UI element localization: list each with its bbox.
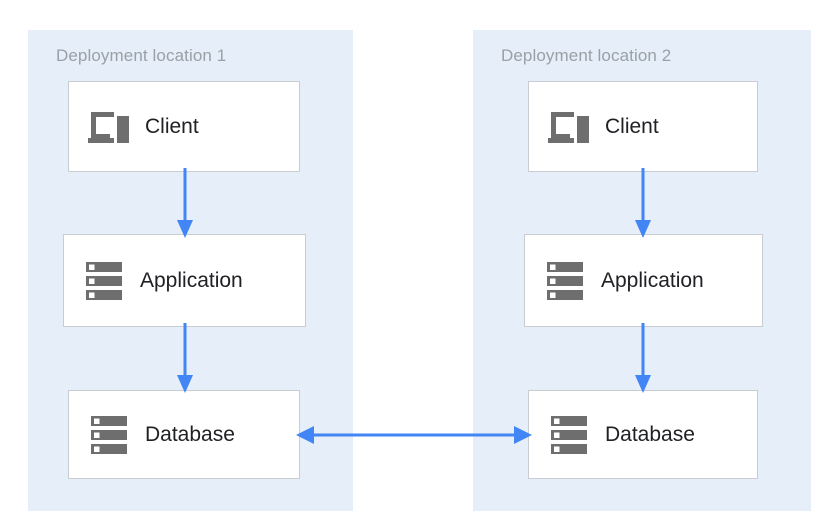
devices-icon <box>546 104 592 150</box>
node-client-1[interactable]: Client <box>68 81 300 172</box>
deployment-location-1-title: Deployment location 1 <box>56 46 227 65</box>
deployment-location-2-title: Deployment location 2 <box>501 46 672 65</box>
node-client-1-label: Client <box>145 114 199 138</box>
node-database-1[interactable]: Database <box>68 390 300 479</box>
node-client-2-label: Client <box>605 114 659 138</box>
server-stack-icon <box>86 412 132 458</box>
node-client-2[interactable]: Client <box>528 81 758 172</box>
devices-icon <box>86 104 132 150</box>
node-database-1-label: Database <box>145 422 235 446</box>
server-stack-icon <box>81 258 127 304</box>
node-application-2[interactable]: Application <box>524 234 763 327</box>
node-application-1[interactable]: Application <box>63 234 306 327</box>
server-stack-icon <box>542 258 588 304</box>
node-application-1-label: Application <box>140 268 243 292</box>
node-database-2-label: Database <box>605 422 695 446</box>
node-database-2[interactable]: Database <box>528 390 758 479</box>
node-application-2-label: Application <box>601 268 704 292</box>
server-stack-icon <box>546 412 592 458</box>
